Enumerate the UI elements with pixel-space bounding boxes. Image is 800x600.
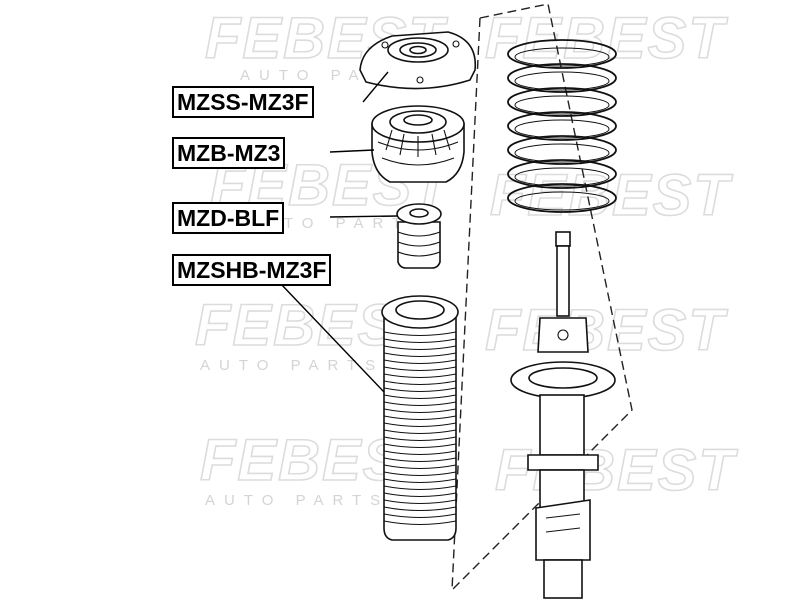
strut-mount-drawing [359,31,477,90]
boot-rib [383,401,457,407]
boot-rib [383,506,457,512]
coil-spring-drawing [507,39,617,213]
spring-coil [507,159,617,189]
boot-rib [383,352,457,358]
spring-coil [507,63,617,93]
watermark-subtitle: AUTO PARTS [200,357,384,374]
boot-rib [383,464,457,470]
boot-rib [383,366,457,372]
boot-rib [383,485,457,491]
spring-coil [507,87,617,117]
boot-rib [383,478,457,484]
boot-rib [383,422,457,428]
part-label-dust-boot: MZSHB-MZ3F [172,254,332,286]
part-label-strut-mount: MZSS-MZ3F [172,86,314,118]
boot-rib [383,338,457,344]
spring-coil [507,111,617,141]
boot-rib [383,492,457,498]
boot-ribs [383,331,457,526]
boot-rib [383,429,457,435]
spring-coil-inner [514,47,610,67]
boot-rib [383,387,457,393]
boot-rib [383,359,457,365]
bearing-drawing [371,105,465,183]
shock-absorber-drawing [510,231,616,599]
watermark-text: FEBEST [485,298,728,363]
part-label-bump-stop: MZD-BLF [172,202,285,234]
spring-coil [507,39,617,69]
spring-coil-inner [514,167,610,187]
leader-line-strut-mount [362,71,389,103]
spring-coil-inner [514,71,610,91]
spring-coil-inner [514,143,610,163]
bump-stop-drawing [396,203,442,269]
spring-coil-inner [514,119,610,139]
boot-rib [383,436,457,442]
boot-rib [383,394,457,400]
boot-rib [383,373,457,379]
leader-line-dust-boot [279,282,385,393]
boot-rib [383,471,457,477]
boot-rib [383,513,457,519]
dust-boot-drawing [381,295,459,541]
boot-rib [383,450,457,456]
spring-coil-inner [514,95,610,115]
boot-rib [383,457,457,463]
leader-line-bearing [329,149,375,153]
boot-rib [383,443,457,449]
leader-lines [279,71,399,393]
watermark-subtitle: AUTO PARTS [205,492,389,509]
boot-rib [383,345,457,351]
watermark-subtitle: AUTO PARTS [245,215,429,232]
spring-coil [507,135,617,165]
assembly-dashed-outline [451,3,633,591]
watermark-text: FEBEST [490,163,733,228]
spring-coil [507,183,617,213]
boot-rib [383,408,457,414]
boot-rib [383,520,457,526]
boot-rib [383,331,457,337]
leader-line-bump-stop [329,215,399,218]
spring-coil-inner [514,191,610,211]
boot-rib [383,499,457,505]
part-label-bearing: MZB-MZ3 [172,137,286,169]
boot-rib [383,380,457,386]
boot-rib [383,415,457,421]
